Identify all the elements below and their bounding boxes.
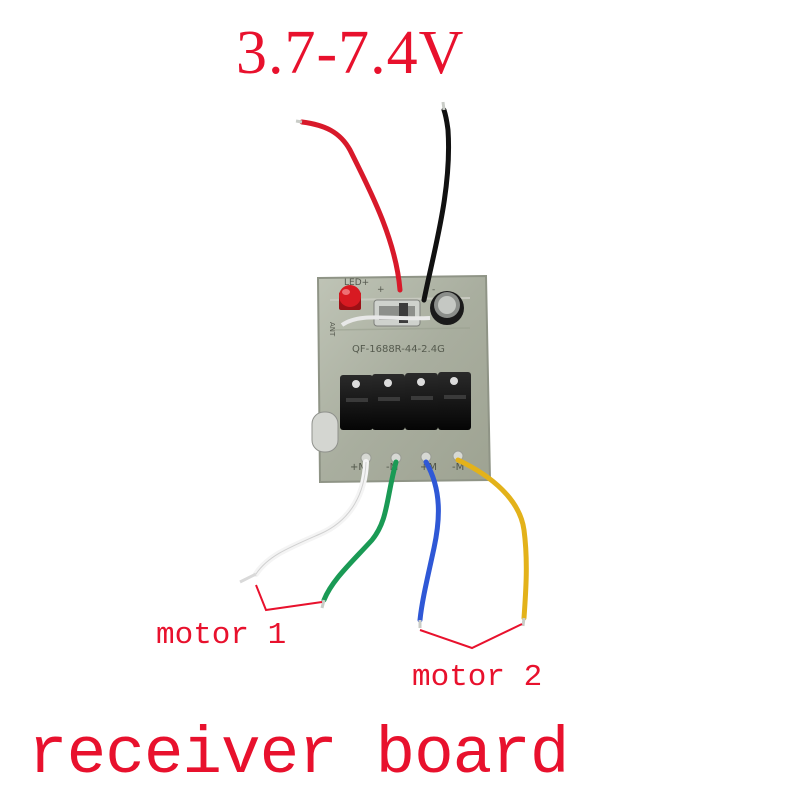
blue-motor-wire bbox=[417, 459, 441, 623]
pin-label-motor2-minus: -M bbox=[452, 462, 464, 473]
crystal-oscillator bbox=[311, 411, 339, 453]
motor2-label: motor 2 bbox=[412, 660, 543, 695]
pin-label-motor1-plus: +M bbox=[350, 462, 367, 473]
black-wire-tip bbox=[441, 101, 446, 111]
pin-label-minus: - bbox=[432, 285, 435, 295]
pin-label-led: LED+ bbox=[344, 278, 369, 288]
capacitor bbox=[430, 291, 464, 325]
yellow-motor-wire bbox=[455, 457, 529, 621]
red-power-wire bbox=[299, 119, 403, 293]
led bbox=[339, 285, 361, 310]
motor1-bracket bbox=[255, 584, 323, 612]
pin-label-ant: ANT bbox=[328, 322, 336, 337]
green-motor-wire bbox=[321, 459, 399, 603]
antenna-wire bbox=[340, 315, 431, 327]
white-wire-edge bbox=[255, 461, 367, 575]
motor2-bracket bbox=[419, 623, 523, 650]
slide-switch bbox=[373, 299, 421, 327]
black-power-wire bbox=[421, 107, 452, 303]
board-model-text: QF-1688R-44-2.4G bbox=[352, 344, 445, 355]
motor1-label: motor 1 bbox=[156, 618, 287, 653]
white-wire-tip bbox=[239, 572, 257, 584]
relay-bank bbox=[340, 372, 471, 430]
receiver-board-title: receiver board bbox=[28, 717, 569, 792]
voltage-label: 3.7-7.4V bbox=[236, 19, 465, 87]
red-wire-tip bbox=[295, 119, 303, 124]
pin-label-plus: + bbox=[377, 285, 385, 295]
yellow-wire-tip bbox=[521, 617, 526, 627]
green-wire-tip bbox=[320, 599, 326, 609]
